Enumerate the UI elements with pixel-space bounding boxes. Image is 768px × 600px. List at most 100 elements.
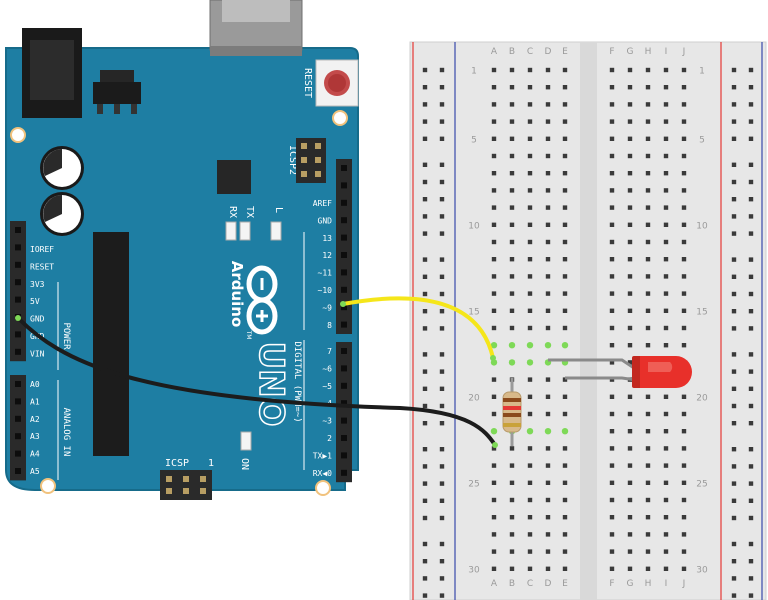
rail-hole[interactable] <box>748 231 754 236</box>
rail-hole[interactable] <box>422 421 428 426</box>
header-pin[interactable] <box>15 261 21 268</box>
rail-hole[interactable] <box>439 421 445 426</box>
breadboard-hole[interactable] <box>609 377 615 382</box>
header-pin[interactable] <box>341 400 347 407</box>
breadboard-hole[interactable] <box>491 119 497 124</box>
breadboard-hole[interactable] <box>527 411 533 417</box>
breadboard-hole[interactable] <box>663 343 669 348</box>
header-pin[interactable] <box>341 286 347 293</box>
rail-hole[interactable] <box>439 464 445 469</box>
breadboard-hole[interactable] <box>509 463 515 468</box>
breadboard-hole[interactable] <box>627 515 633 520</box>
breadboard-hole[interactable] <box>491 136 497 141</box>
breadboard-hole[interactable] <box>509 480 515 485</box>
breadboard-hole[interactable] <box>627 566 633 571</box>
breadboard-hole[interactable] <box>545 446 551 451</box>
breadboard-hole[interactable] <box>491 239 497 245</box>
rail-hole[interactable] <box>731 231 737 236</box>
breadboard-hole[interactable] <box>545 463 551 468</box>
rail-hole[interactable] <box>422 403 428 409</box>
breadboard-hole[interactable] <box>681 480 687 485</box>
header-pin[interactable] <box>341 199 347 206</box>
header-pin[interactable] <box>15 381 21 387</box>
breadboard-hole[interactable] <box>663 515 669 520</box>
breadboard-hole[interactable] <box>663 291 669 296</box>
breadboard-hole[interactable] <box>609 171 615 176</box>
breadboard-hole[interactable] <box>663 153 669 159</box>
breadboard-hole[interactable] <box>491 257 497 262</box>
breadboard-hole[interactable] <box>681 188 687 193</box>
rail-hole[interactable] <box>422 576 428 581</box>
breadboard-hole[interactable] <box>527 377 533 382</box>
rail-hole[interactable] <box>422 464 428 469</box>
breadboard-hole[interactable] <box>491 222 497 227</box>
breadboard-hole[interactable] <box>627 171 633 176</box>
breadboard-hole[interactable] <box>545 532 551 537</box>
breadboard-hole[interactable] <box>645 343 651 348</box>
breadboard-hole[interactable] <box>509 257 515 262</box>
breadboard-hole[interactable] <box>545 188 551 193</box>
breadboard-hole[interactable] <box>609 343 615 348</box>
breadboard-hole[interactable] <box>663 188 669 193</box>
breadboard-hole[interactable] <box>645 463 651 468</box>
rail-hole[interactable] <box>439 593 445 598</box>
breadboard-hole[interactable] <box>527 532 533 537</box>
rail-hole[interactable] <box>422 67 428 73</box>
breadboard-hole[interactable] <box>509 274 515 279</box>
breadboard-hole[interactable] <box>562 566 568 571</box>
breadboard-hole[interactable] <box>681 411 687 417</box>
breadboard-hole[interactable] <box>527 257 533 262</box>
breadboard-hole[interactable] <box>609 274 615 279</box>
breadboard-hole[interactable] <box>527 566 533 571</box>
breadboard-hole[interactable] <box>645 119 651 124</box>
rail-hole[interactable] <box>439 257 445 262</box>
breadboard-hole[interactable] <box>663 308 669 313</box>
breadboard-hole[interactable] <box>545 497 551 503</box>
header-pin[interactable] <box>15 296 21 303</box>
breadboard-hole[interactable] <box>491 153 497 159</box>
breadboard-hole[interactable] <box>527 205 533 210</box>
rail-hole[interactable] <box>731 576 737 581</box>
breadboard-hole[interactable] <box>562 411 568 417</box>
breadboard-hole[interactable] <box>545 566 551 571</box>
rail-hole[interactable] <box>439 369 445 374</box>
breadboard-hole[interactable] <box>663 429 669 434</box>
rail-hole[interactable] <box>439 291 445 297</box>
breadboard-hole[interactable] <box>681 67 687 73</box>
rail-hole[interactable] <box>422 593 428 598</box>
breadboard-hole[interactable] <box>627 136 633 141</box>
breadboard-hole[interactable] <box>663 463 669 468</box>
breadboard-hole[interactable] <box>527 274 533 279</box>
breadboard-hole[interactable] <box>609 239 615 245</box>
breadboard-hole[interactable] <box>609 411 615 417</box>
rail-hole[interactable] <box>439 447 445 452</box>
breadboard-hole[interactable] <box>645 102 651 107</box>
breadboard-hole[interactable] <box>527 308 533 313</box>
breadboard-hole[interactable] <box>681 549 687 554</box>
rail-hole[interactable] <box>439 576 445 581</box>
resistor[interactable] <box>502 378 522 446</box>
breadboard-hole[interactable] <box>527 171 533 176</box>
breadboard-hole[interactable] <box>491 377 497 382</box>
breadboard-hole[interactable] <box>562 274 568 279</box>
rail-hole[interactable] <box>439 119 445 124</box>
breadboard-hole[interactable] <box>562 119 568 124</box>
breadboard-hole[interactable] <box>527 480 533 485</box>
breadboard-hole[interactable] <box>562 497 568 503</box>
breadboard-hole[interactable] <box>609 67 615 73</box>
rail-hole[interactable] <box>439 85 445 90</box>
breadboard-hole[interactable] <box>509 102 515 107</box>
rail-hole[interactable] <box>439 136 445 141</box>
rail-hole[interactable] <box>731 352 737 357</box>
breadboard-hole[interactable] <box>627 360 633 365</box>
header-pin[interactable] <box>341 365 347 372</box>
breadboard-hole[interactable] <box>681 429 687 434</box>
breadboard-hole[interactable] <box>527 85 533 90</box>
breadboard-hole[interactable] <box>509 153 515 159</box>
breadboard-hole[interactable] <box>545 515 551 520</box>
rail-hole[interactable] <box>731 197 737 202</box>
header-pin[interactable] <box>15 279 21 286</box>
breadboard-hole[interactable] <box>645 549 651 554</box>
breadboard-hole[interactable] <box>545 239 551 245</box>
breadboard-hole[interactable] <box>663 549 669 554</box>
